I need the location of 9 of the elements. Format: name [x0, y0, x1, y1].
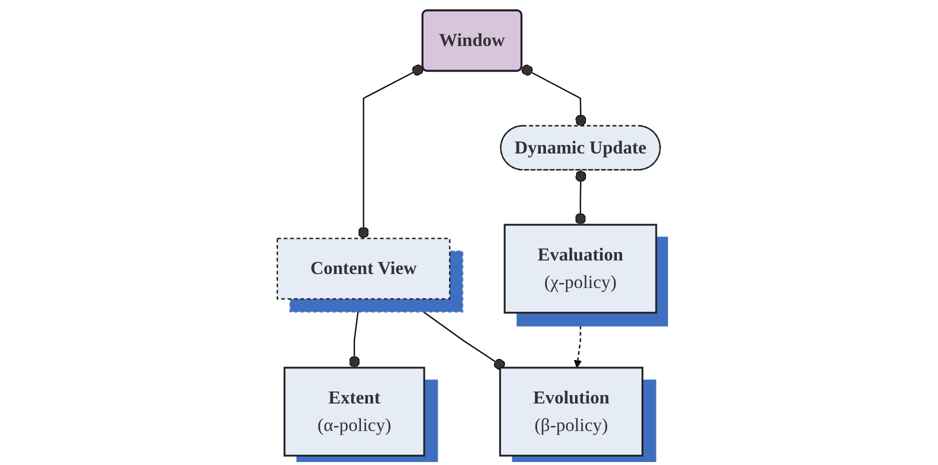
connector — [522, 64, 587, 126]
node-box: Evaluation (χ-policy) — [504, 223, 658, 314]
node-box: Evolution (β-policy) — [499, 366, 644, 456]
node-box: Content View — [276, 237, 451, 300]
connector — [575, 170, 587, 224]
arrow — [574, 312, 582, 368]
connector — [349, 298, 365, 368]
connector — [358, 64, 424, 238]
node-box: Extent (α-policy) — [284, 366, 426, 456]
